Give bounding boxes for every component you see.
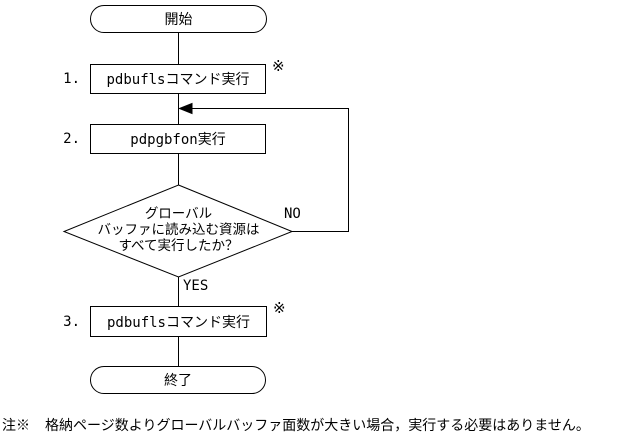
connector-no-loop: [191, 108, 349, 232]
decision-yes-label: YES: [183, 278, 209, 294]
footnote-text: 格納ページ数よりグローバルバッファ面数が大きい場合，実行する必要はありません。: [45, 418, 590, 434]
decision-question-line3: すべて実行したか？: [118, 238, 239, 254]
step1-process-box: pdbuflsコマンド実行: [90, 64, 266, 94]
step3-process-box: pdbuflsコマンド実行: [90, 306, 267, 337]
decision-question-line1: グローバル: [144, 206, 213, 222]
no-loop-arrowhead: [178, 102, 193, 115]
step1-number: 1.: [63, 71, 80, 87]
start-terminator: 開始: [90, 5, 267, 33]
step1-note-marker: ※: [272, 57, 285, 75]
footnote-marker: 注※: [2, 418, 30, 434]
end-terminator: 終了: [90, 366, 266, 394]
decision-no-label: NO: [284, 206, 301, 222]
step3-number: 3.: [63, 313, 80, 330]
step2-process-box: pdpgbfon実行: [90, 124, 266, 154]
step3-note-marker: ※: [273, 299, 286, 317]
decision-question: グローバル バッファに読み込む資源は すべて実行したか？: [68, 206, 289, 254]
step2-number: 2.: [63, 131, 80, 147]
footnote: 注※ 格納ページ数よりグローバルバッファ面数が大きい場合，実行する必要はありません…: [2, 415, 590, 435]
decision-question-line2: バッファに読み込む資源は: [97, 222, 260, 238]
